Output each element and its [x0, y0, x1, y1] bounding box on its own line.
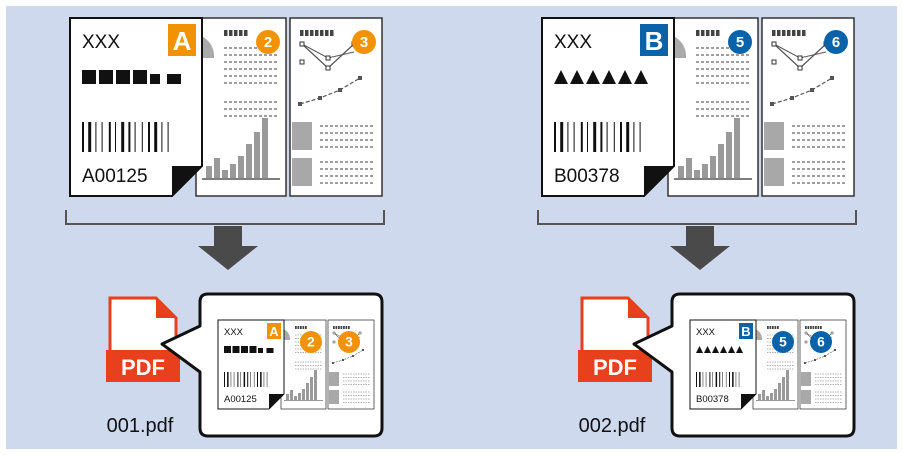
pdf-banner — [106, 350, 180, 382]
pie-chart-icon — [673, 36, 687, 58]
pdf-label: PDF — [593, 355, 637, 380]
separator-letter-box — [168, 24, 196, 56]
folded-corner — [644, 166, 674, 196]
preview-separator: XXX A A00125 — [217, 319, 285, 410]
sheet-title: XXX — [554, 32, 592, 53]
page-badge-1: 2 — [256, 30, 280, 54]
page-badge-2: 6 — [824, 30, 848, 54]
sheet-title: XXX — [224, 327, 244, 338]
preview-badge-2: 6 — [810, 331, 832, 353]
pdf-label: PDF — [121, 355, 165, 380]
preview-page-2 — [752, 319, 799, 410]
page-number-label: 5 — [779, 335, 787, 350]
down-arrow — [670, 226, 730, 270]
separator-page: XXX B B00378 — [541, 17, 675, 197]
symbol-bars — [224, 346, 274, 353]
separator-letter-box — [640, 24, 668, 56]
barcode — [82, 122, 169, 152]
symbol-triangles — [554, 70, 648, 84]
separator-letter-box — [267, 323, 281, 339]
preview-badge-1: 5 — [772, 331, 794, 353]
separator-letter: A — [173, 26, 192, 56]
symbol-triangles — [696, 346, 743, 353]
page-number-label: 6 — [832, 34, 840, 51]
barcode — [696, 372, 740, 387]
barcode-text: B00378 — [696, 394, 729, 405]
page-number-label: 2 — [307, 335, 315, 350]
barcode-text: B00378 — [554, 166, 620, 187]
page-number-label: 3 — [345, 335, 353, 350]
separator-letter: A — [269, 324, 279, 339]
separator-letter-box — [739, 323, 753, 339]
pdf-file-name: 001.pdf — [107, 415, 174, 437]
separator-letter: B — [741, 324, 750, 339]
separator-page: XXX A A00125 — [69, 17, 203, 197]
preview-badge-2: 3 — [338, 331, 360, 353]
pie-chart-icon — [755, 329, 763, 340]
separator-letter: B — [645, 26, 664, 56]
barcode-text: A00125 — [224, 394, 257, 405]
page-number-label: 3 — [360, 34, 368, 51]
symbol-bars — [82, 70, 181, 84]
preview-badge-1: 2 — [300, 331, 322, 353]
pdf-banner — [578, 350, 652, 382]
preview-separator: XXX B B00378 — [689, 319, 757, 410]
pie-chart-icon — [201, 36, 215, 58]
sheet-title: XXX — [82, 32, 120, 53]
page-number-label: 5 — [736, 34, 744, 51]
barcode-text: A00125 — [82, 166, 148, 187]
folded-corner — [172, 166, 202, 196]
page-badge-2: 3 — [352, 30, 376, 54]
pdf-fold — [156, 298, 176, 318]
down-arrow — [198, 226, 258, 270]
folded-corner — [269, 394, 284, 409]
sheet-title: XXX — [696, 327, 716, 338]
preview-page-2 — [280, 319, 327, 410]
page-badge-1: 5 — [728, 30, 752, 54]
page-number-label: 6 — [817, 335, 825, 350]
pdf-file-name: 002.pdf — [579, 415, 646, 437]
folded-corner — [741, 394, 756, 409]
pie-chart-icon — [283, 329, 291, 340]
pdf-icon-group: PDF — [578, 296, 652, 382]
grouping-bracket — [65, 210, 385, 225]
barcode — [554, 122, 641, 152]
pdf-fold — [628, 298, 648, 318]
page-number-label: 2 — [264, 34, 272, 51]
grouping-bracket — [537, 210, 857, 225]
barcode — [224, 372, 268, 387]
